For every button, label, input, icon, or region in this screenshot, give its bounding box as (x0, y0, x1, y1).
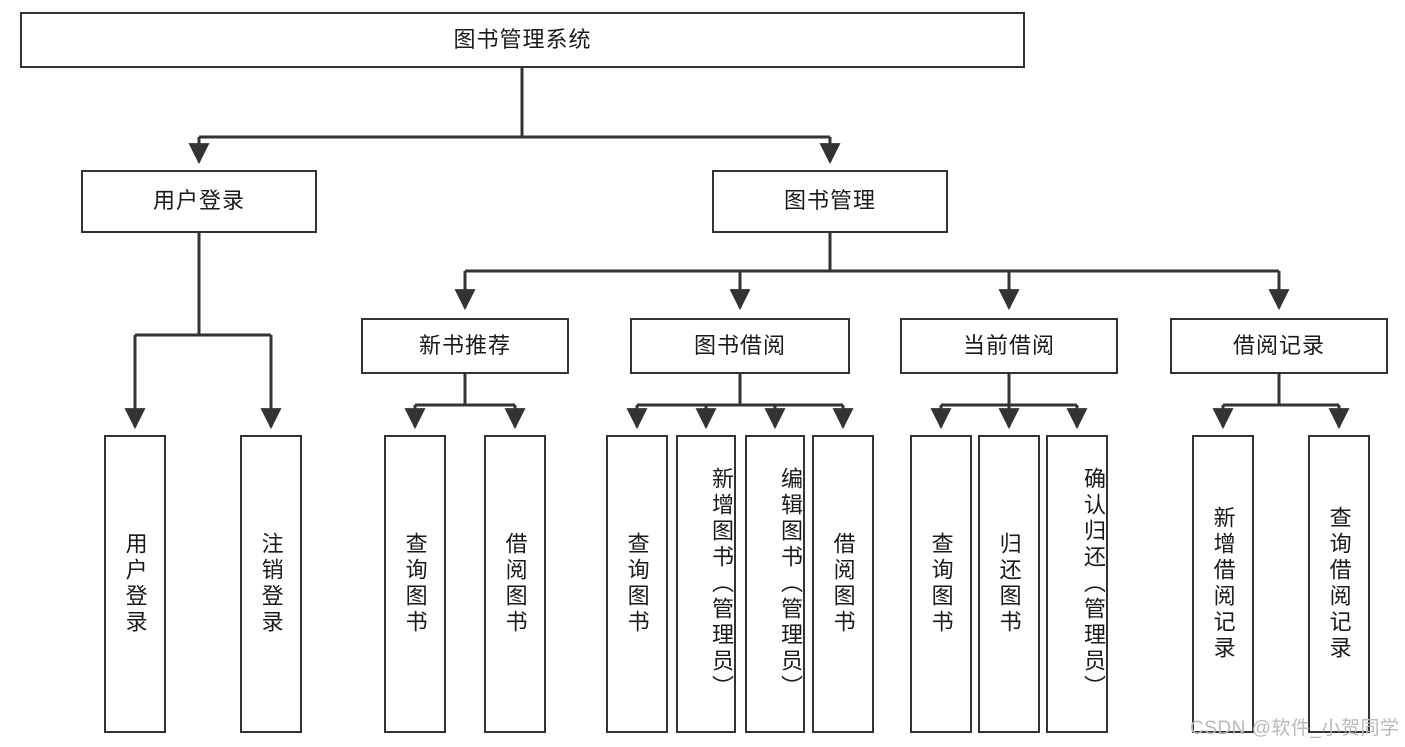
csdn-watermark: CSDN @软件_小贺同学 (1190, 718, 1400, 739)
leaf-query-book-borrow[interactable]: 查询图书 (606, 435, 668, 733)
leaf-confirm-return-admin[interactable]: 确认归还（管理员） (1046, 435, 1108, 733)
leaf-logout[interactable]: 注销登录 (240, 435, 302, 733)
node-book-management[interactable]: 图书管理 (712, 170, 948, 233)
node-book-borrow[interactable]: 图书借阅 (630, 318, 850, 374)
leaf-add-borrow-record[interactable]: 新增借阅记录 (1192, 435, 1254, 733)
leaf-return-book[interactable]: 归还图书 (978, 435, 1040, 733)
node-current-borrow[interactable]: 当前借阅 (900, 318, 1118, 374)
node-user-login[interactable]: 用户登录 (81, 170, 317, 233)
leaf-borrow-book-recommend[interactable]: 借阅图书 (484, 435, 546, 733)
leaf-add-book-admin[interactable]: 新增图书（管理员） (676, 435, 736, 733)
leaf-user-login[interactable]: 用户登录 (104, 435, 166, 733)
node-root-system[interactable]: 图书管理系统 (20, 12, 1025, 68)
leaf-borrow-book[interactable]: 借阅图书 (812, 435, 874, 733)
leaf-query-borrow-record[interactable]: 查询借阅记录 (1308, 435, 1370, 733)
leaf-edit-book-admin[interactable]: 编辑图书（管理员） (745, 435, 805, 733)
node-new-book-recommend[interactable]: 新书推荐 (361, 318, 569, 374)
node-borrow-record[interactable]: 借阅记录 (1170, 318, 1388, 374)
leaf-query-book-recommend[interactable]: 查询图书 (384, 435, 446, 733)
leaf-query-book-current[interactable]: 查询图书 (910, 435, 972, 733)
